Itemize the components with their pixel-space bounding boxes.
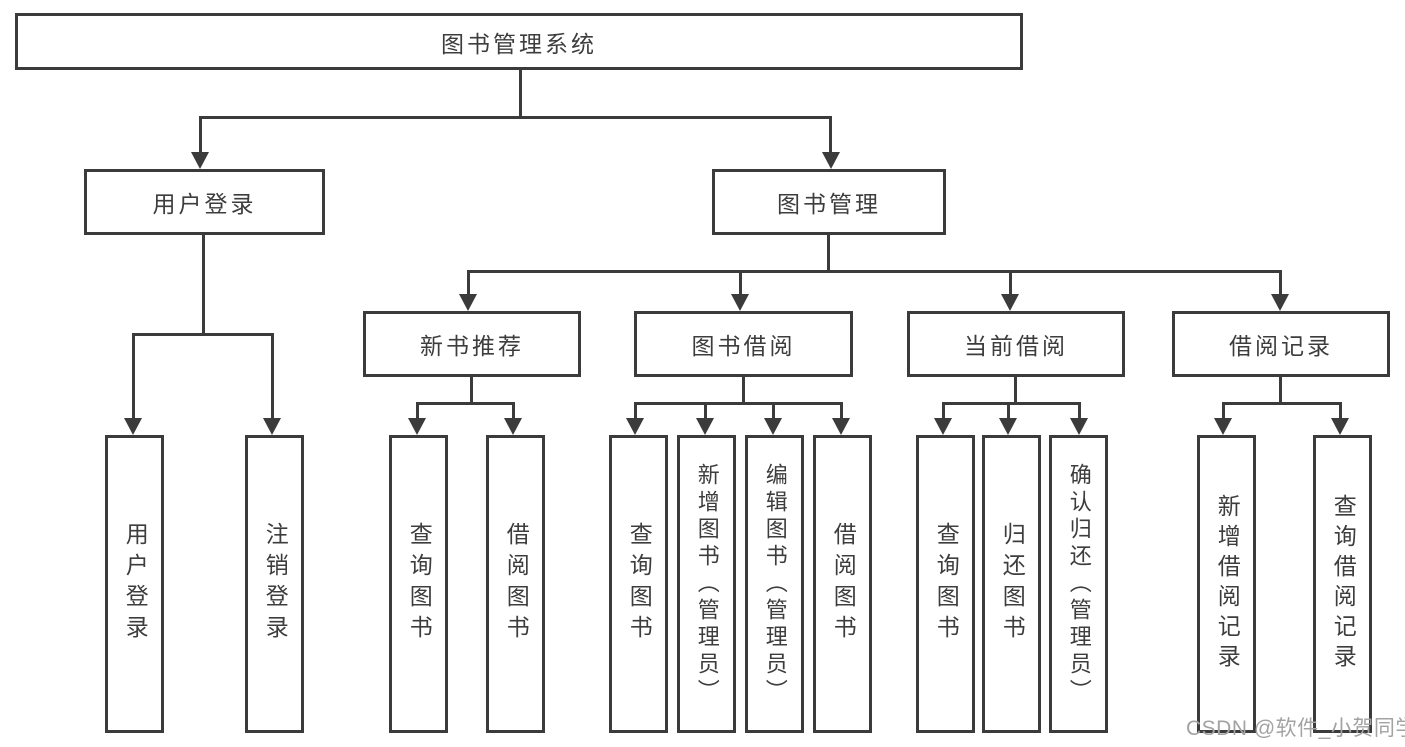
node-label: 图书管理系统 (441, 30, 597, 57)
arrow-down-icon (832, 418, 850, 435)
connector-line (470, 376, 473, 404)
node-label: 图书管理 (777, 191, 881, 217)
connector-line (942, 402, 1081, 405)
connector-line (827, 233, 830, 272)
arrow-down-icon (1214, 418, 1232, 435)
connector-line (634, 402, 637, 422)
node-label: 用户登录 (122, 522, 149, 646)
node-label: 注销登录 (262, 522, 289, 646)
arrow-down-icon (504, 418, 522, 435)
leaf-borrow-books-recommend: 借阅图书 (486, 435, 545, 733)
node-book-management: 图书管理 (712, 169, 946, 235)
node-borrow-records: 借阅记录 (1172, 311, 1390, 377)
arrow-down-icon (764, 418, 782, 435)
arrow-down-icon (1331, 418, 1349, 435)
leaf-confirm-return-admin: 确认归还（管理员） (1049, 435, 1108, 733)
leaf-user-login: 用户登录 (105, 435, 164, 733)
connector-line (416, 402, 419, 422)
arrow-down-icon (999, 418, 1017, 435)
node-label: 借阅图书 (503, 522, 530, 646)
node-label: 用户登录 (152, 191, 257, 217)
node-label: 新书推荐 (420, 333, 524, 359)
connector-line (1279, 270, 1282, 298)
connector-line (634, 402, 843, 405)
node-book-borrow: 图书借阅 (634, 311, 853, 377)
arrow-down-icon (459, 294, 477, 311)
arrow-down-icon (1070, 418, 1088, 435)
connector-line (202, 234, 205, 335)
node-label: 图书借阅 (691, 333, 796, 359)
connector-line (772, 402, 775, 422)
leaf-query-borrow-record: 查询借阅记录 (1313, 435, 1372, 733)
connector-line (1339, 402, 1342, 422)
leaf-borrow-books: 借阅图书 (813, 435, 872, 733)
node-label: 查询图书 (406, 522, 433, 646)
connector-line (1279, 376, 1282, 404)
leaf-add-book-admin: 新增图书（管理员） (677, 435, 736, 733)
connector-line (840, 402, 843, 422)
connector-line (942, 402, 945, 422)
connector-line (1007, 402, 1010, 422)
connector-line (199, 116, 202, 156)
node-label: 归还图书 (999, 522, 1026, 646)
connector-line (1078, 402, 1081, 422)
connector-line (1009, 270, 1012, 298)
node-label: 借阅图书 (830, 522, 857, 646)
connector-line (467, 270, 1282, 273)
node-label: 借阅记录 (1229, 333, 1333, 359)
node-label: 查询图书 (626, 522, 653, 646)
watermark: CSDN @软件_小贺同学 (1186, 717, 1405, 740)
connector-line (739, 270, 742, 298)
leaf-add-borrow-record: 新增借阅记录 (1197, 435, 1256, 733)
connector-line (829, 116, 832, 156)
arrow-down-icon (1271, 294, 1289, 311)
leaf-query-books-current: 查询图书 (916, 435, 975, 733)
connector-line (1014, 376, 1017, 404)
connector-line (1222, 402, 1342, 405)
node-current-borrow: 当前借阅 (907, 311, 1125, 377)
arrow-down-icon (731, 294, 749, 311)
arrow-down-icon (1001, 294, 1019, 311)
connector-line (132, 333, 135, 423)
node-label: 编辑图书（管理员） (762, 462, 788, 706)
connector-line (132, 333, 274, 336)
node-new-book-recommend: 新书推荐 (363, 311, 581, 377)
node-label: 确认归还（管理员） (1066, 462, 1092, 706)
node-library-management-system: 图书管理系统 (15, 13, 1023, 70)
arrow-down-icon (408, 418, 426, 435)
connector-line (467, 270, 470, 298)
arrow-down-icon (626, 418, 644, 435)
node-label: 查询借阅记录 (1330, 494, 1357, 674)
arrow-down-icon (191, 152, 209, 169)
node-user-login: 用户登录 (84, 169, 325, 235)
leaf-query-books-recommend: 查询图书 (389, 435, 448, 733)
connector-line (199, 116, 832, 119)
leaf-logout: 注销登录 (245, 435, 304, 733)
node-label: 新增图书（管理员） (694, 462, 720, 706)
connector-line (519, 69, 522, 118)
connector-line (1222, 402, 1225, 422)
leaf-return-book: 归还图书 (982, 435, 1041, 733)
connector-line (512, 402, 515, 422)
node-label: 查询图书 (933, 522, 960, 646)
connector-line (271, 333, 274, 423)
arrow-down-icon (934, 418, 952, 435)
connector-line (416, 402, 515, 405)
arrow-down-icon (124, 418, 142, 435)
connector-line (742, 376, 745, 404)
arrow-down-icon (696, 418, 714, 435)
arrow-down-icon (263, 418, 281, 435)
leaf-edit-book-admin: 编辑图书（管理员） (745, 435, 804, 733)
arrow-down-icon (822, 152, 840, 169)
leaf-query-books-borrow: 查询图书 (609, 435, 668, 733)
connector-line (704, 402, 707, 422)
node-label: 新增借阅记录 (1214, 494, 1241, 674)
node-label: 当前借阅 (964, 333, 1068, 359)
